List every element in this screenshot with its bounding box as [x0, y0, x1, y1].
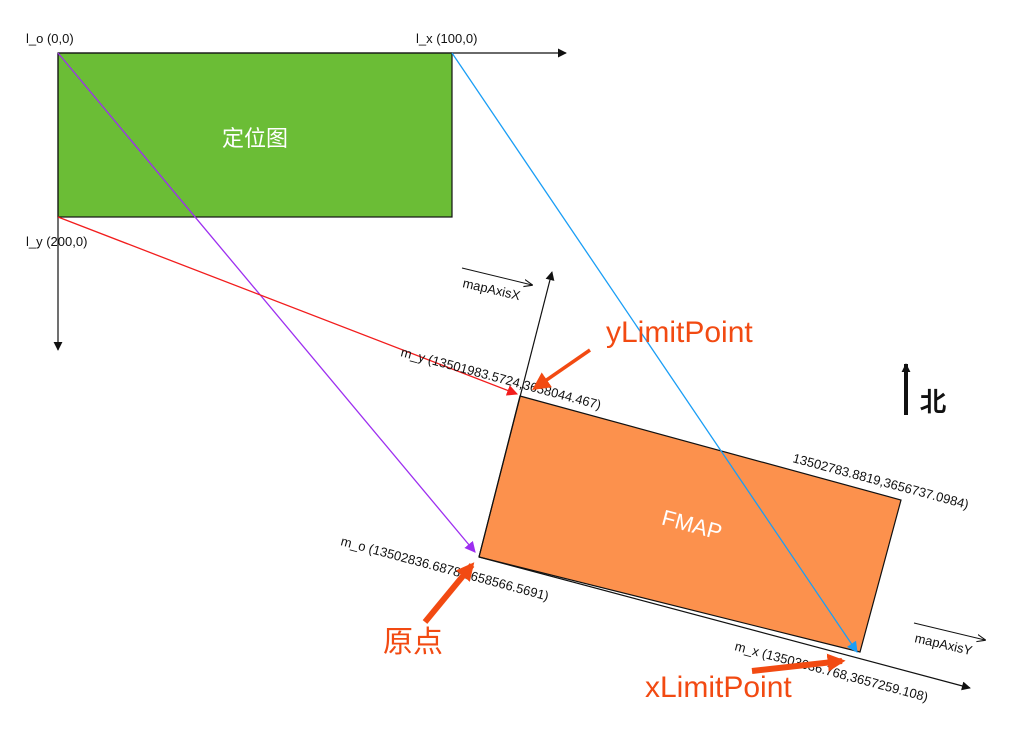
y-mapping-line — [57, 216, 519, 396]
x-limit-pointer-arrow — [751, 653, 846, 674]
map-axis-y-label: mapAxisY — [913, 630, 974, 658]
y-limit-pointer-arrow — [532, 348, 591, 391]
local-origin-label: l_o (0,0) — [26, 31, 74, 46]
local-x-label: l_x (100,0) — [416, 31, 477, 46]
map-y-axis-line — [478, 556, 971, 691]
m-y-label: m_y (13501983.5724,3658044.467) — [399, 344, 603, 412]
y-limit-point-label: yLimitPoint — [606, 316, 753, 349]
x-mapping-line — [451, 52, 858, 653]
map-x-axis-line — [478, 271, 555, 558]
origin-label: 原点 — [383, 625, 443, 660]
local-map-label: 定位图 — [222, 127, 288, 152]
local-map-rect — [57, 52, 453, 218]
north-indicator: 北 — [901, 363, 946, 418]
x-limit-point-label: xLimitPoint — [645, 671, 792, 704]
origin-mapping-line — [57, 52, 476, 553]
origin-pointer-arrow — [422, 562, 475, 624]
map-axis-x-indicator — [461, 267, 532, 285]
map-axis-x-label: mapAxisX — [461, 275, 522, 303]
map-axis-y-indicator — [913, 622, 985, 640]
north-label: 北 — [920, 388, 946, 418]
local-y-label: l_y (200,0) — [26, 234, 87, 249]
